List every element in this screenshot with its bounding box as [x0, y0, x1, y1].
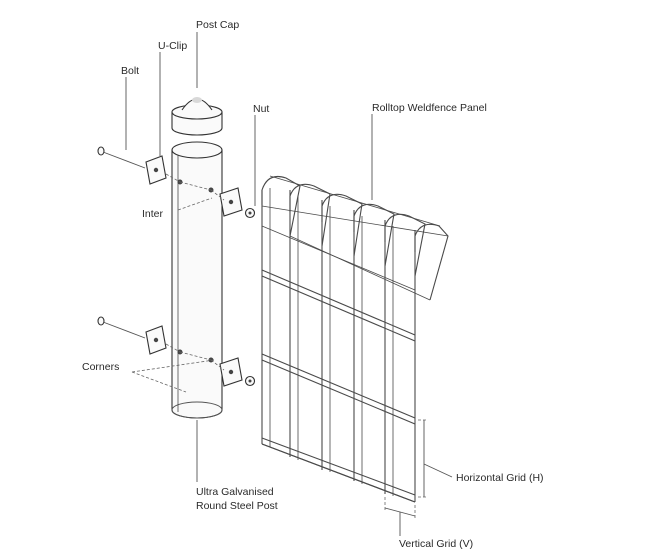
nut-lower: [244, 375, 256, 387]
round-steel-post: [171, 141, 223, 419]
u-clip-upper-right: [219, 187, 243, 217]
label-u-clip: U-Clip: [158, 40, 187, 52]
vertical-grid-dimension: [384, 497, 416, 536]
nut-upper: [244, 207, 256, 219]
label-horizontal-grid: Horizontal Grid (H): [456, 472, 544, 484]
alignment-lines: [131, 173, 225, 393]
u-clip-upper-left: [145, 155, 167, 185]
label-rolltop-weldfence-panel: Rolltop Weldfence Panel: [372, 102, 487, 114]
u-clip-lower-right: [219, 357, 243, 387]
bolt-lower: [97, 316, 146, 339]
label-nut: Nut: [253, 103, 269, 115]
horizontal-grid-dimension: [418, 419, 453, 498]
rolltop-weldfence-panel: [261, 175, 449, 503]
bolt-upper: [97, 146, 146, 169]
label-post-line1: Ultra Galvanised: [196, 486, 274, 498]
label-corners: Corners: [82, 361, 119, 373]
leader-lines: [125, 32, 373, 482]
label-vertical-grid: Vertical Grid (V): [399, 538, 473, 550]
label-bolt: Bolt: [121, 65, 139, 77]
label-post-line2: Round Steel Post: [196, 500, 278, 512]
label-inter: Inter: [142, 208, 164, 220]
post-cap: [171, 97, 223, 136]
u-clip-lower-left: [145, 325, 167, 355]
label-post-cap: Post Cap: [196, 19, 239, 31]
